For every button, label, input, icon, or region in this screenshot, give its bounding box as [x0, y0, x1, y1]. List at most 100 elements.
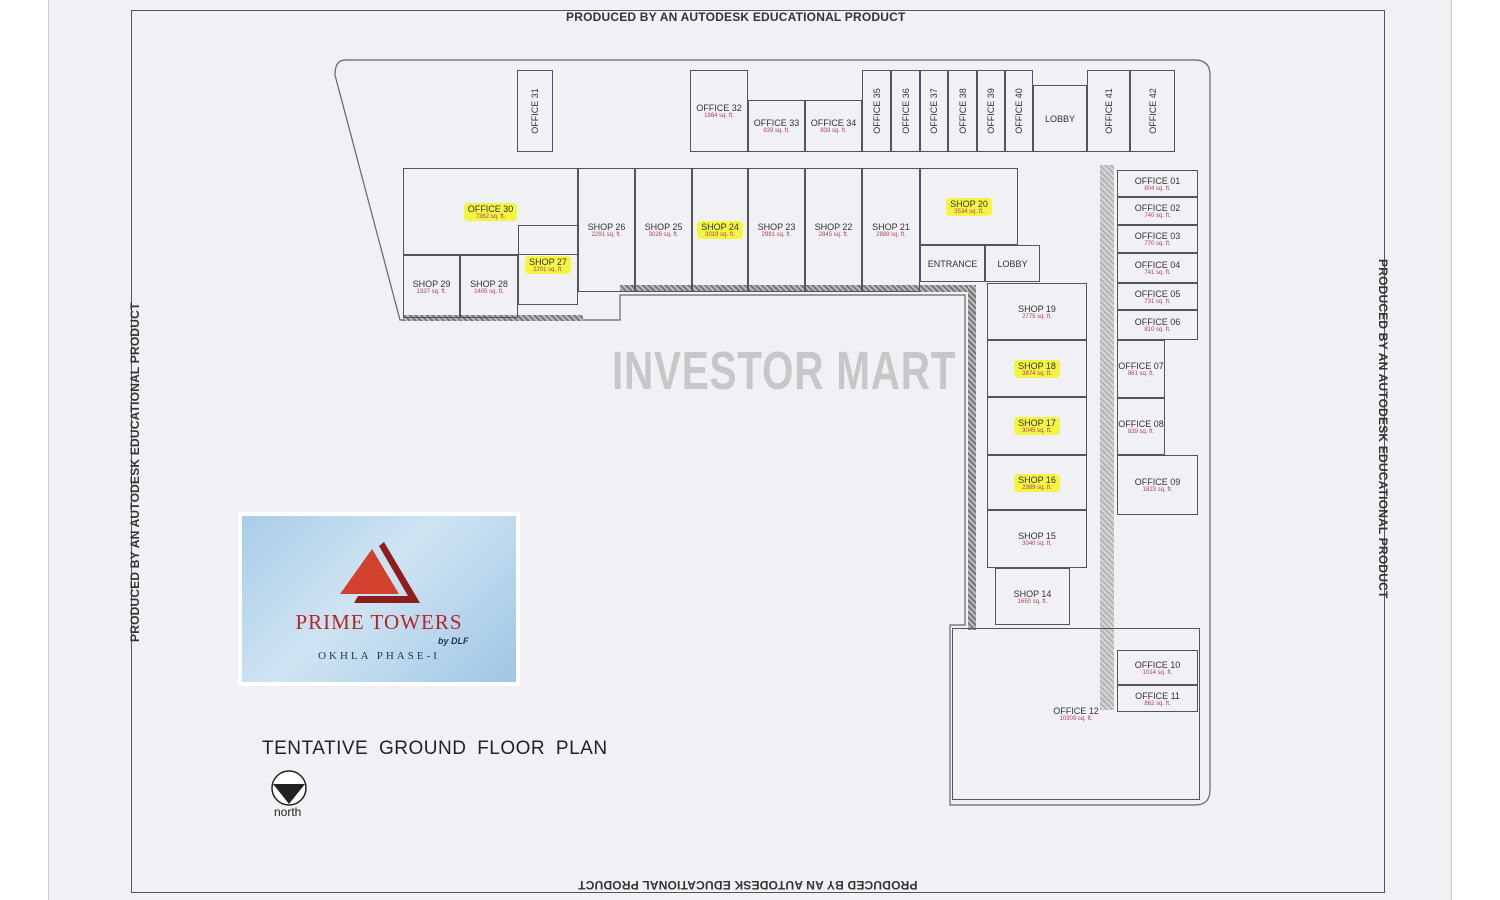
room-label: OFFICE 40 — [1014, 88, 1025, 134]
room-office-39: OFFICE 39 — [977, 70, 1005, 152]
room-area: 2845 sq. ft. — [818, 232, 849, 238]
wall-hatch — [1100, 165, 1114, 710]
room-area: 3045 sq. ft. — [1022, 428, 1052, 434]
room-label: OFFICE 12 — [1053, 706, 1099, 716]
north-arrow-icon — [271, 770, 307, 806]
room-label: OFFICE 42 — [1147, 88, 1158, 134]
wall-hatch — [968, 285, 976, 630]
room-office-41: OFFICE 41 — [1087, 70, 1130, 152]
room-area: 770 sq. ft. — [1144, 241, 1171, 247]
room-label-group: OFFICE 41 — [1104, 88, 1114, 134]
room-label-group: OFFICE 40 — [1014, 88, 1024, 134]
room-label: SHOP 22 — [814, 222, 853, 232]
room-lobby-top: LOBBY — [1033, 85, 1087, 152]
logo-title: PRIME TOWERS — [295, 610, 463, 634]
room-area: 804 sq. ft. — [1144, 185, 1171, 192]
room-label-group: OFFICE 36 — [901, 88, 911, 134]
room-label: OFFICE 08 — [1118, 418, 1164, 429]
room-label: SHOP 27 — [529, 257, 567, 267]
north-label: north — [274, 805, 302, 819]
room-label: OFFICE 38 — [957, 88, 968, 134]
room-label: OFFICE 30 — [467, 203, 514, 214]
room-area: 3019 sq. ft. — [705, 232, 735, 238]
room-label: SHOP 18 — [1018, 360, 1056, 371]
room-label-group: OFFICE 42 — [1148, 88, 1158, 134]
wall-hatch — [403, 315, 583, 321]
room-area: 10309 sq. ft. — [1059, 716, 1093, 722]
room-label: OFFICE 31 — [530, 88, 541, 134]
room-office-40: OFFICE 40 — [1005, 70, 1033, 152]
wall-hatch — [620, 285, 975, 292]
room-area: 1405 sq. ft. — [474, 288, 504, 295]
room-label-group: OFFICE 39 — [986, 88, 996, 134]
stamp-top: PRODUCED BY AN AUTODESK EDUCATIONAL PROD… — [566, 10, 906, 24]
room-area: 7362 sq. ft. — [475, 213, 506, 220]
room-area: 1650 sq. ft. — [1017, 598, 1048, 605]
room-area: 3040 sq. ft. — [1022, 541, 1052, 547]
room-label: OFFICE 11 — [1135, 690, 1180, 701]
room-label: OFFICE 10 — [1134, 659, 1181, 670]
logo-subtitle: OKHLA PHASE-I — [318, 650, 440, 662]
room-label: OFFICE 33 — [753, 118, 800, 128]
drawing-frame — [131, 10, 1385, 893]
room-label: OFFICE 36 — [900, 88, 911, 134]
room-label: SHOP 24 — [701, 222, 739, 232]
room-area: 2201 sq. ft. — [533, 267, 563, 273]
room-label: SHOP 26 — [587, 222, 626, 232]
room-label: SHOP 19 — [1018, 303, 1056, 314]
room-label: LOBBY — [1044, 113, 1075, 124]
room-label: SHOP 25 — [644, 222, 683, 232]
room-label: OFFICE 32 — [696, 103, 742, 113]
room-label-group: LOBBY — [1045, 114, 1075, 124]
room-area: 3874 sq. ft. — [1022, 370, 1052, 377]
room-label-group: OFFICE 31 — [530, 88, 540, 134]
logo-background: PRIME TOWERS by DLF OKHLA PHASE-I — [242, 516, 516, 682]
room-area: 862 sq. ft. — [1144, 700, 1171, 707]
room-label-group: LOBBY — [997, 259, 1027, 269]
room-area: 839 sq. ft. — [820, 128, 847, 134]
room-area: 839 sq. ft. — [763, 128, 790, 134]
plan-title: TENTATIVE GROUND FLOOR PLAN — [262, 738, 608, 759]
room-office-35: OFFICE 35 — [862, 70, 891, 152]
room-label: SHOP 15 — [1018, 531, 1056, 541]
room-area: 1014 sq. ft. — [1142, 669, 1173, 676]
room-area: 3026 sq. ft. — [648, 232, 679, 238]
triangle-logo-icon — [340, 542, 420, 603]
room-label: SHOP 21 — [872, 222, 910, 232]
room-area: 1864 sq. ft. — [704, 113, 734, 119]
prime-towers-logo: PRIME TOWERS by DLF OKHLA PHASE-I — [238, 512, 520, 686]
watermark: INVESTOR MART — [612, 341, 957, 401]
room-area: 2989 sq. ft. — [1022, 484, 1052, 491]
